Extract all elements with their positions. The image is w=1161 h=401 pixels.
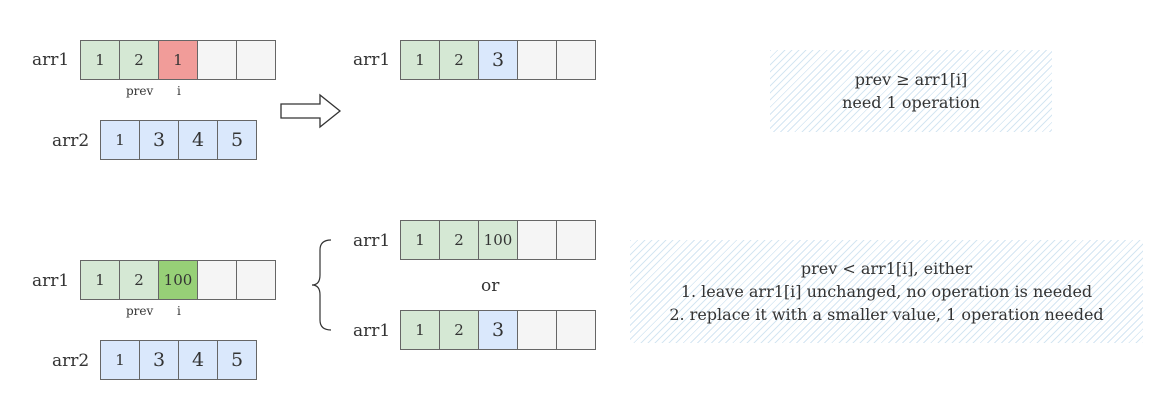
top-result-cell-4 [556,40,596,80]
option-a-cell-3 [517,220,557,260]
top-result-cell-0: 1 [400,40,440,80]
top-i-pointer: i [177,84,181,98]
bottom-arr2-cell-1: 3 [139,340,179,380]
option-b-cell-4 [556,310,596,350]
bottom-note-line-1: prev < arr1[i], either [800,259,973,278]
top-arr1-cell-4 [236,40,276,80]
option-b-cell-3 [517,310,557,350]
top-arr1-cell-3 [197,40,237,80]
curly-brace-shape [311,239,332,331]
option-b-label: arr1 [353,321,391,341]
option-a-label: arr1 [353,231,391,251]
bottom-arr1-cell-0: 1 [80,260,120,300]
bottom-arr2-cell-2: 4 [178,340,218,380]
top-note: prev ≥ arr1[i] need 1 operation [770,50,1052,132]
option-a-cell-4 [556,220,596,260]
bottom-note: prev < arr1[i], either 1. leave arr1[i] … [630,240,1143,343]
top-note-line-2: need 1 operation [842,93,980,112]
bottom-arr1-cell-2: 100 [158,260,198,300]
option-a-cell-2: 100 [478,220,518,260]
bottom-arr2-label: arr2 [52,351,90,371]
top-arr2-cell-1: 3 [139,120,179,160]
or-label: or [481,276,500,296]
option-b-cell-0: 1 [400,310,440,350]
top-result-array: 1 2 3 [400,40,596,80]
bottom-arr2-array: 1 3 4 5 [100,340,257,380]
top-arr2-cell-3: 5 [217,120,257,160]
bottom-i-pointer: i [177,304,181,318]
top-arr2-cell-2: 4 [178,120,218,160]
top-arr1-array: 1 2 1 [80,40,276,80]
option-a-array: 1 2 100 [400,220,596,260]
bottom-arr1-cell-4 [236,260,276,300]
bottom-prev-pointer: prev [126,304,154,318]
option-b-cell-1: 2 [439,310,479,350]
top-note-line-1: prev ≥ arr1[i] [854,70,968,89]
bottom-arr2-cell-0: 1 [100,340,140,380]
bottom-arr1-cell-1: 2 [119,260,159,300]
top-arr1-label: arr1 [32,50,70,70]
bottom-arr1-array: 1 2 100 [80,260,276,300]
bottom-arr1-label: arr1 [32,271,70,291]
bottom-note-line-2: 1. leave arr1[i] unchanged, no operation… [680,282,1093,301]
option-b-array: 1 2 3 [400,310,596,350]
bottom-arr2-cell-3: 5 [217,340,257,380]
option-a-cell-1: 2 [439,220,479,260]
top-arr2-label: arr2 [52,131,90,151]
top-arr2-array: 1 3 4 5 [100,120,257,160]
bottom-note-line-3: 2. replace it with a smaller value, 1 op… [669,305,1104,324]
top-result-cell-1: 2 [439,40,479,80]
top-result-cell-2: 3 [478,40,518,80]
top-arr2-cell-0: 1 [100,120,140,160]
top-result-label: arr1 [353,50,391,70]
option-b-cell-2: 3 [478,310,518,350]
top-arr1-cell-2: 1 [158,40,198,80]
option-a-cell-0: 1 [400,220,440,260]
transform-arrow-shape [280,93,342,129]
top-prev-pointer: prev [126,84,154,98]
